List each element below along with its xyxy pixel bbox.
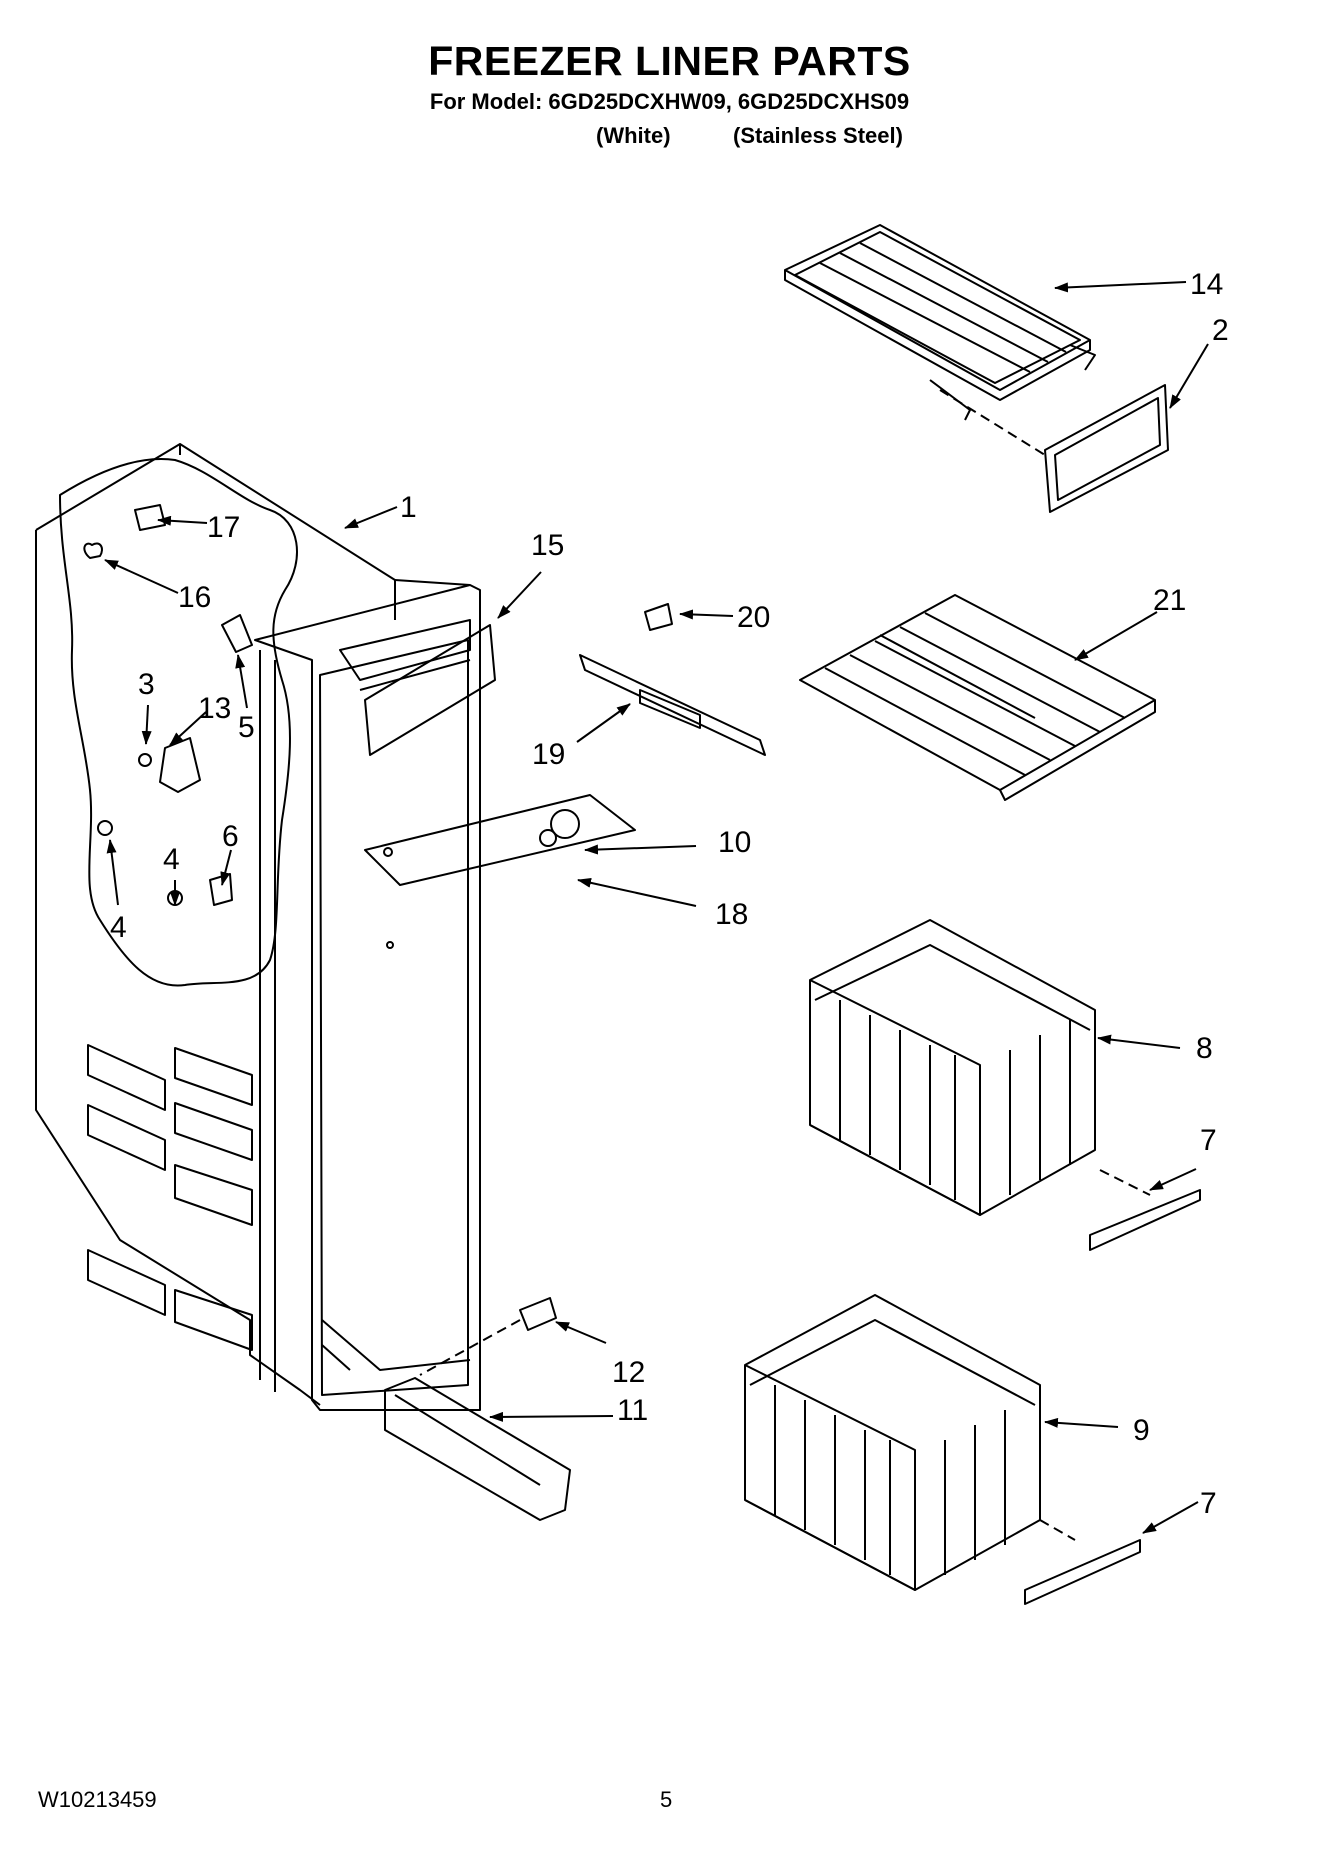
callout-12: 12 bbox=[612, 1356, 645, 1389]
light-shield-part bbox=[364, 624, 496, 756]
freezer-liner-part bbox=[35, 443, 636, 1411]
callout-3: 3 bbox=[138, 668, 155, 701]
screw-20-part bbox=[644, 603, 673, 631]
basket-trim-lower-part bbox=[1024, 1539, 1141, 1605]
basket-trim-upper-part bbox=[1089, 1189, 1201, 1251]
callout-11: 11 bbox=[617, 1394, 648, 1427]
interior-small-parts bbox=[83, 504, 253, 906]
screw-12-part bbox=[519, 1297, 557, 1331]
callout-2: 2 bbox=[1212, 314, 1229, 347]
callout-18: 18 bbox=[715, 898, 748, 931]
callout-19: 19 bbox=[532, 738, 565, 771]
callout-4b: 4 bbox=[163, 843, 180, 876]
document-number: W10213459 bbox=[38, 1787, 157, 1812]
lower-bracket-part bbox=[384, 1377, 571, 1521]
variant-steel-label: (Stainless Steel) bbox=[733, 123, 903, 148]
callout-17: 17 bbox=[207, 511, 240, 544]
callout-5: 5 bbox=[238, 711, 255, 744]
callout-21: 21 bbox=[1153, 584, 1186, 617]
shelf-tray-part bbox=[784, 224, 1096, 421]
variant-white-label: (White) bbox=[596, 123, 671, 148]
callout-7a: 7 bbox=[1200, 1124, 1217, 1157]
callout-labels: 1 2 3 4 4 5 6 7 7 8 9 10 11 12 13 14 15 … bbox=[110, 268, 1229, 1520]
model-subtitle: For Model: 6GD25DCXHW09, 6GD25DCXHS09 bbox=[429, 89, 910, 114]
callout-15: 15 bbox=[531, 529, 564, 562]
callout-13: 13 bbox=[198, 692, 231, 725]
callout-14: 14 bbox=[1190, 268, 1223, 301]
wire-shelf-part bbox=[799, 594, 1156, 801]
page-number: 5 bbox=[660, 1787, 673, 1812]
leader-arrows bbox=[104, 281, 1209, 1534]
callout-6: 6 bbox=[222, 820, 239, 853]
callout-7b: 7 bbox=[1200, 1487, 1217, 1520]
shelf-trim-part bbox=[1044, 384, 1169, 513]
upper-basket-part bbox=[809, 919, 1096, 1216]
callout-10: 10 bbox=[718, 826, 751, 859]
callout-20: 20 bbox=[737, 601, 770, 634]
callout-16: 16 bbox=[178, 581, 211, 614]
bracket-part bbox=[579, 654, 766, 756]
callout-9: 9 bbox=[1133, 1414, 1150, 1447]
callout-8: 8 bbox=[1196, 1032, 1213, 1065]
callout-1: 1 bbox=[400, 491, 417, 524]
grommet-part bbox=[550, 809, 580, 839]
page-title: FREEZER LINER PARTS bbox=[428, 38, 911, 84]
callout-4a: 4 bbox=[110, 911, 127, 944]
lower-basket-part bbox=[744, 1294, 1041, 1591]
